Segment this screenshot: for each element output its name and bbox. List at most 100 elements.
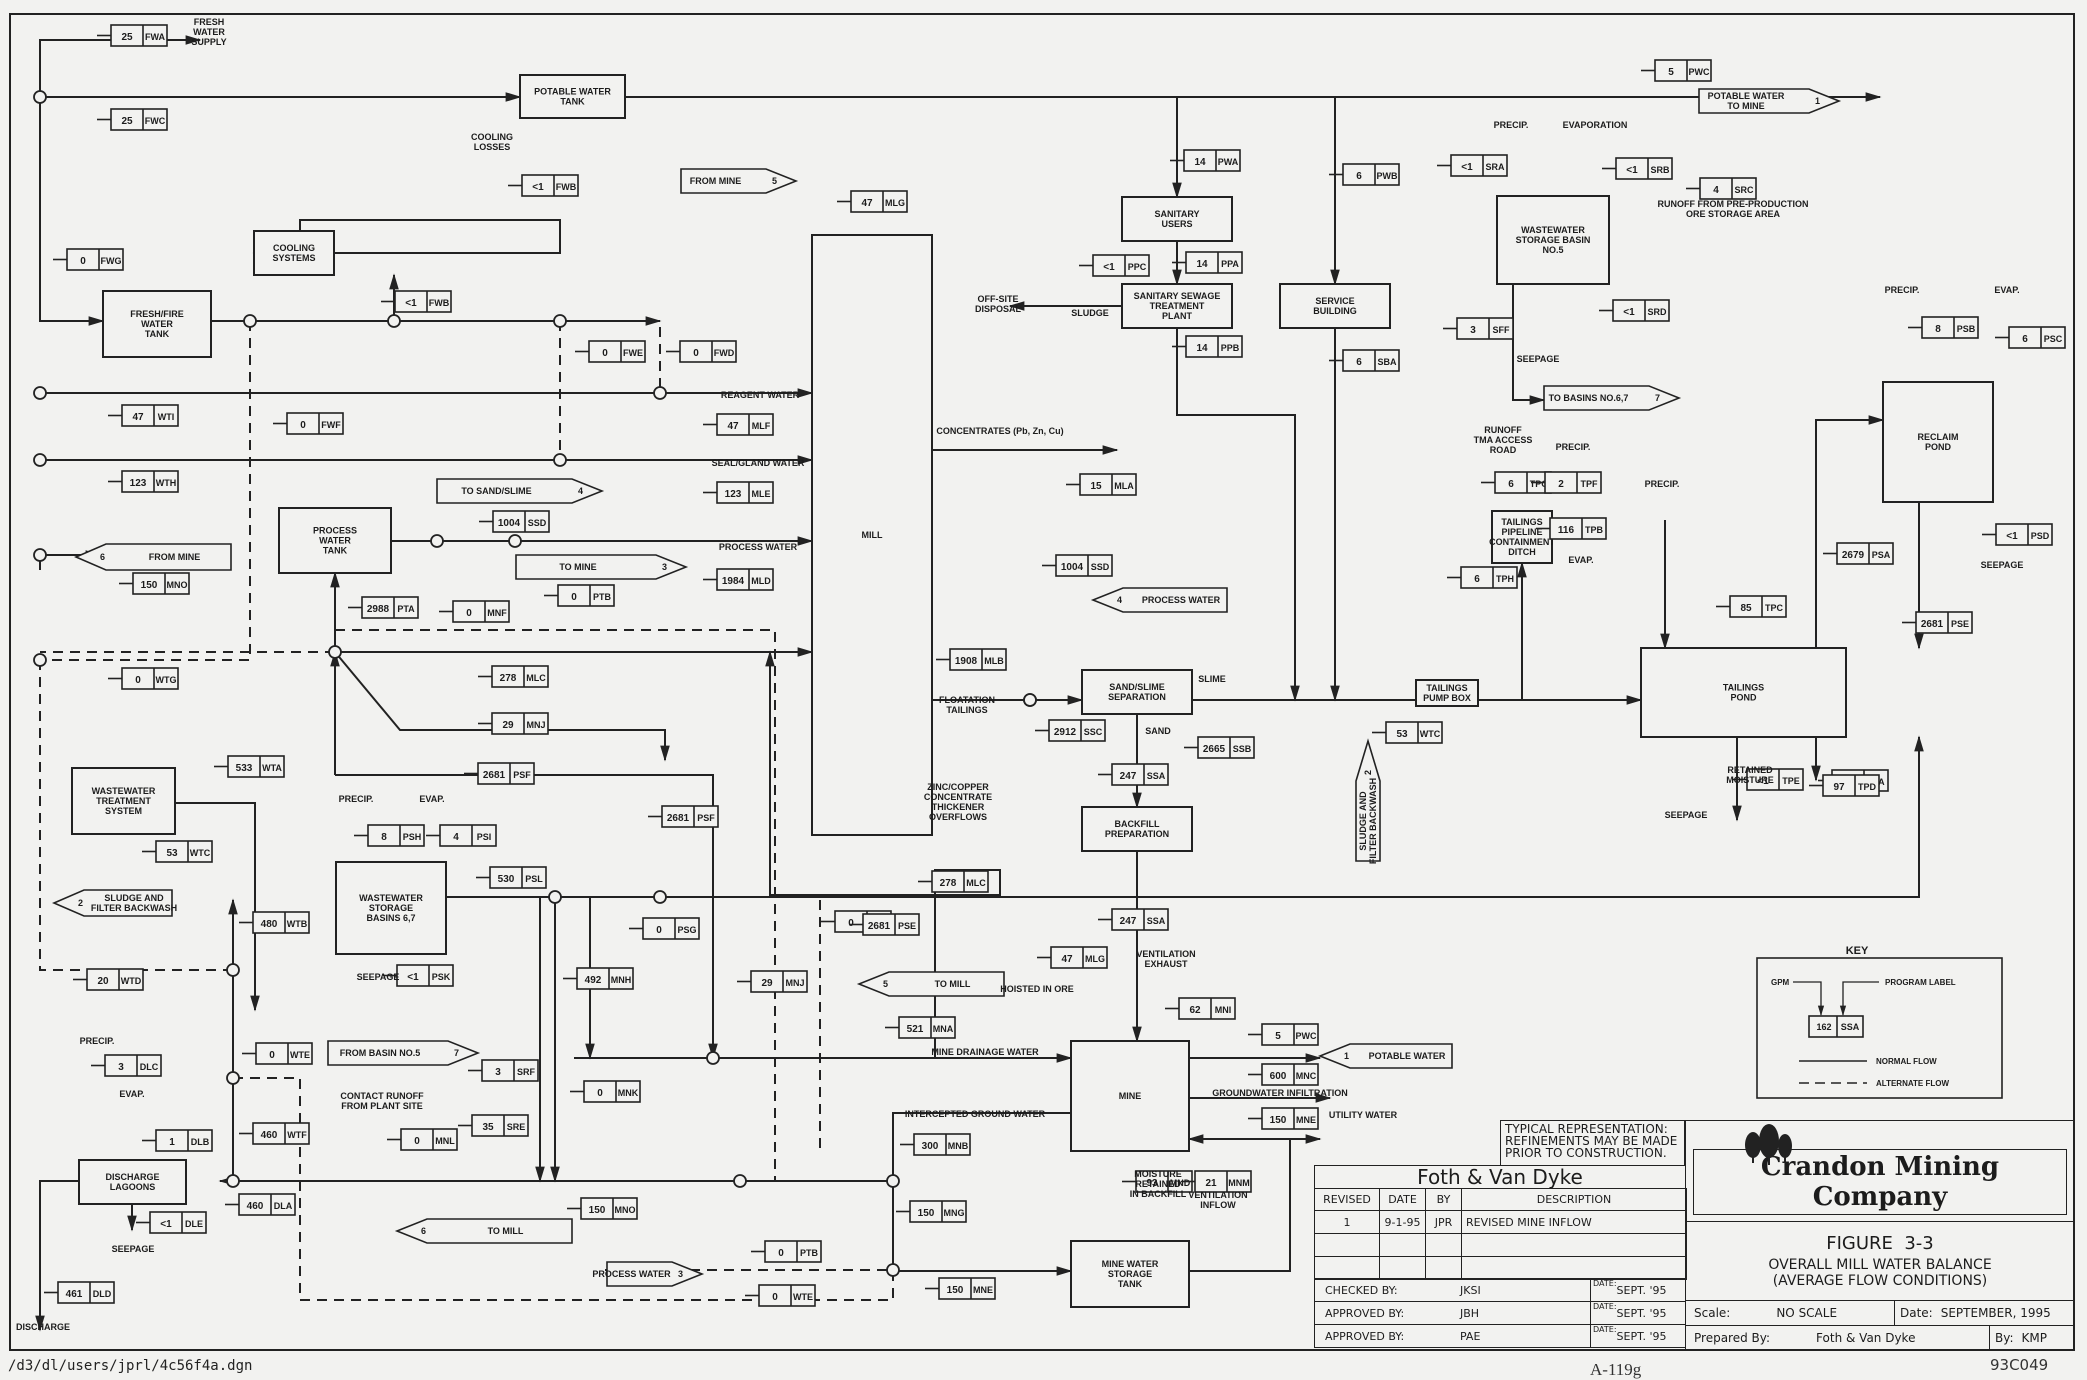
flow-gpm: <1: [1623, 307, 1635, 318]
rev-cell-description: [1461, 1256, 1687, 1280]
flow-code: FWA: [145, 32, 165, 42]
flow-gpm: 8: [381, 832, 387, 843]
flow-code: PSD: [2031, 531, 2050, 541]
flow-code: SRB: [1650, 165, 1670, 175]
connector-number: 2: [1363, 770, 1373, 775]
flow-gpm: 0: [466, 608, 472, 619]
connector-text: PROCESS WATER: [592, 1269, 671, 1279]
flow-code: TPE: [1782, 776, 1800, 786]
flow-code: SSD: [528, 518, 547, 528]
key-example-gpm: 162: [1816, 1022, 1831, 1032]
flow-gpm: 47: [1061, 954, 1073, 965]
junction-node: [33, 90, 47, 104]
rev-cell-by: [1425, 1256, 1462, 1280]
junction-node: [226, 963, 240, 977]
flow-code: MLG: [885, 198, 905, 208]
alternate-flow-line: [233, 1077, 894, 1301]
rev-cell-revised: [1314, 1256, 1380, 1280]
flow-gpm: 123: [130, 478, 147, 489]
junction-node: [387, 314, 401, 328]
key-gpm-label: GPM: [1771, 978, 1790, 987]
flow-code: TPH: [1496, 574, 1514, 584]
junction-node: [553, 314, 567, 328]
flow-code: WTA: [262, 763, 282, 773]
flow-gpm: 5: [1275, 1031, 1281, 1042]
flow-code: MLF: [752, 421, 771, 431]
flow-code: SSA: [1147, 771, 1166, 781]
flow-gpm: 2681: [667, 813, 690, 824]
connector-number: 5: [772, 176, 777, 186]
flow-code: DLB: [191, 1137, 210, 1147]
flow-gpm: 2988: [367, 604, 390, 615]
flow-gpm: 530: [498, 874, 515, 885]
rev-cell-by: [1425, 1233, 1462, 1257]
flow-gpm: <1: [405, 298, 417, 309]
key-normal-flow: NORMAL FLOW: [1876, 1057, 1937, 1066]
flow-gpm: 521: [907, 1024, 924, 1035]
connector-number: 6: [100, 552, 105, 562]
flow-annotation: PROCESS WATER: [719, 542, 798, 552]
flow-code: MLC: [526, 673, 546, 683]
flow-code: SSD: [1091, 562, 1110, 572]
flow-code: TPG: [1530, 479, 1549, 489]
flow-gpm: 6: [1356, 357, 1362, 368]
flow-gpm: 150: [141, 580, 158, 591]
flow-code: FWE: [623, 348, 643, 358]
flow-gpm: 0: [848, 918, 854, 929]
flow-gpm: 29: [761, 978, 773, 989]
flow-code: DLA: [274, 1201, 293, 1211]
flow-annotation: UTILITY WATER: [1329, 1110, 1398, 1120]
flow-code: PSG: [677, 925, 696, 935]
unit-mill: MILL: [811, 234, 933, 836]
rev-header: DATE: [1379, 1188, 1426, 1211]
flow-code: MNJ: [526, 720, 545, 730]
drawing-number: 93C049: [1990, 1356, 2049, 1374]
date-cell: Date: SEPTEMBER, 1995: [1894, 1300, 2075, 1326]
flow-gpm: 47: [132, 412, 144, 423]
flow-gpm: 2: [1558, 479, 1564, 490]
connector-text: FROM MINE: [149, 552, 201, 562]
flow-code: PSF: [513, 770, 531, 780]
flow-code: TPD: [1858, 782, 1877, 792]
flow-gpm: 247: [1120, 771, 1137, 782]
flow-tag: <1 PSD: [1982, 523, 2053, 546]
flow-code: MNK: [618, 1088, 639, 1098]
key-example-code: SSA: [1841, 1022, 1860, 1032]
flow-code: SFF: [1493, 325, 1511, 335]
flow-code: PSH: [403, 832, 422, 842]
flow-code: DLC: [140, 1062, 159, 1072]
flow-gpm: <1: [2006, 531, 2018, 542]
flow-gpm: 25: [121, 32, 133, 43]
flow-code: PSI: [477, 832, 492, 842]
flow-gpm: 25: [121, 116, 133, 127]
flow-annotation: SEEPAGE: [1517, 354, 1560, 364]
flow-gpm: 150: [589, 1205, 606, 1216]
normal-flow-line: [335, 774, 718, 1060]
flow-code: WTC: [1420, 729, 1441, 739]
by-cell: By: KMP: [1989, 1325, 2075, 1351]
